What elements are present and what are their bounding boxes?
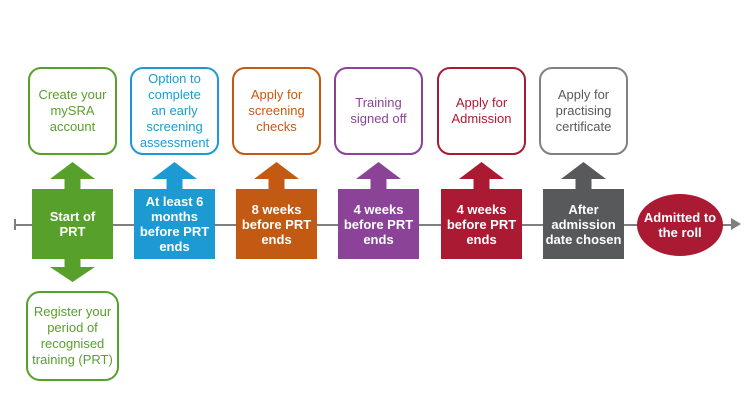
node-label: After admission date chosen [545,201,622,247]
action-box-register-prt: Register your period of recognised train… [26,291,119,381]
action-label: Apply for Admission [451,95,512,126]
timeline-node-after-admission-date: After admission date chosen [543,189,624,259]
timeline-end-node-admitted: Admitted to the roll [637,194,723,256]
flow-column-apply-admission: Apply for Admission 4 weeks before PRT e… [437,0,526,400]
node-label: 4 weeks before PRT ends [343,201,414,247]
up-arrow-icon [356,162,401,189]
up-arrow-icon [561,162,606,189]
flow-column-early-screening: Option to complete an early screening as… [130,0,219,400]
action-label: Option to complete an early screening as… [139,71,210,150]
action-box-apply-admission: Apply for Admission [437,67,526,155]
node-label: Start of PRT [49,209,96,239]
timeline-node-four-weeks-before-admission: 4 weeks before PRT ends [441,189,522,259]
node-label: 8 weeks before PRT ends [241,201,312,247]
node-label: 4 weeks before PRT ends [446,201,517,247]
up-arrow-icon [152,162,197,189]
action-label: Apply for practising certificate [555,87,612,134]
action-label: Apply for screening checks [248,87,305,134]
flow-column-screening-checks: Apply for screening checks 8 weeks befor… [232,0,321,400]
down-arrow-icon [50,259,95,282]
action-box-practising-certificate: Apply for practising certificate [539,67,628,155]
up-arrow-icon [254,162,299,189]
timeline-node-eight-weeks-before: 8 weeks before PRT ends [236,189,317,259]
action-box-early-screening: Option to complete an early screening as… [130,67,219,155]
node-label: At least 6 months before PRT ends [139,194,210,254]
timeline-start-tick [14,219,16,230]
timeline-node-start-of-prt: Start of PRT [32,189,113,259]
action-box-screening-checks: Apply for screening checks [232,67,321,155]
register-prt-label: Register your period of recognised train… [32,304,113,367]
action-box-create-mysra-account: Create your mySRA account [28,67,117,155]
timeline-end-arrow-icon [731,218,741,230]
end-node-label: Admitted to the roll [643,210,717,240]
flow-column-training-signed-off: Training signed off 4 weeks before PRT e… [334,0,423,400]
up-arrow-icon [50,162,95,189]
up-arrow-icon [459,162,504,189]
action-label: Create your mySRA account [38,87,107,134]
action-label: Training signed off [350,95,407,126]
timeline-node-four-weeks-before-training: 4 weeks before PRT ends [338,189,419,259]
flow-column-practising-certificate: Apply for practising certificate After a… [539,0,628,400]
action-box-training-signed-off: Training signed off [334,67,423,155]
flow-column-start-prt: Create your mySRA account Start of PRT R… [26,0,119,400]
timeline-node-six-months-before: At least 6 months before PRT ends [134,189,215,259]
